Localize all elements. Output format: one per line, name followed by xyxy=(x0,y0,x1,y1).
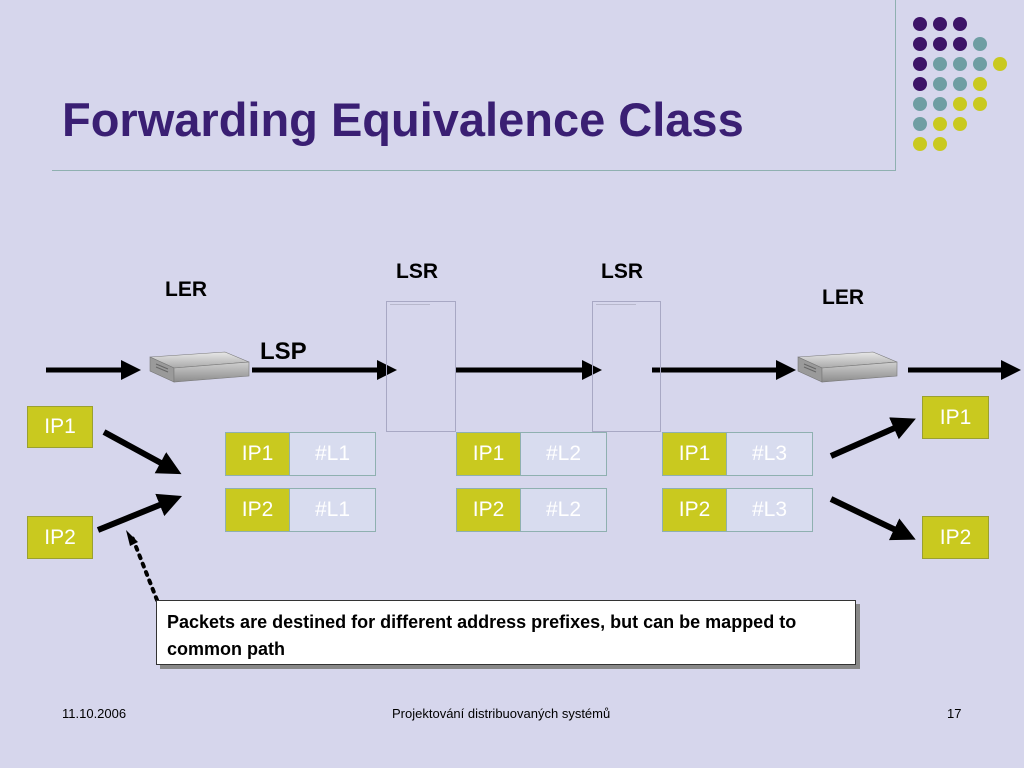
decorative-dot xyxy=(933,57,947,71)
label-cell: #L3 xyxy=(727,489,812,531)
decorative-dot xyxy=(913,17,927,31)
outgoing-ip2-box: IP2 xyxy=(922,516,989,559)
decorative-dot xyxy=(993,57,1007,71)
label-cell: #L1 xyxy=(290,433,375,475)
decorative-dot xyxy=(913,57,927,71)
slide-title: Forwarding Equivalence Class xyxy=(62,93,744,146)
label-cell: #L2 xyxy=(521,489,606,531)
decorative-dot xyxy=(953,57,967,71)
lsr-1-image-frame xyxy=(386,301,456,432)
ip1-out-arrow xyxy=(829,417,916,459)
ler-right-label: LER xyxy=(822,286,864,309)
prefix-cell: IP1 xyxy=(457,433,521,475)
decorative-dot xyxy=(953,17,967,31)
decorative-dot xyxy=(973,37,987,51)
decorative-dot xyxy=(953,97,967,111)
label-cell: #L3 xyxy=(727,433,812,475)
decorative-dot xyxy=(913,77,927,91)
label-cell: #L1 xyxy=(290,489,375,531)
decorative-dot xyxy=(933,97,947,111)
decorative-dot xyxy=(933,117,947,131)
decorative-dot xyxy=(973,57,987,71)
decorative-dot xyxy=(933,137,947,151)
lsp-label: LSP xyxy=(260,338,307,365)
outgoing-ip1-box: IP1 xyxy=(922,396,989,439)
decorative-dot xyxy=(953,37,967,51)
decorative-dot xyxy=(973,77,987,91)
decorative-dot xyxy=(913,117,927,131)
decorative-dot xyxy=(933,77,947,91)
table-row: IP1 #L1 xyxy=(225,432,376,476)
incoming-ip2-box: IP2 xyxy=(27,516,93,559)
title-divider xyxy=(52,170,896,171)
ler-left-label: LER xyxy=(165,278,207,301)
ip1-in-arrow xyxy=(102,429,182,475)
ip2-out-arrow xyxy=(829,496,916,541)
decorative-dot xyxy=(913,97,927,111)
decorative-dot xyxy=(913,137,927,151)
decorative-dot xyxy=(933,37,947,51)
table-row: IP2 #L1 xyxy=(225,488,376,532)
decorative-dot xyxy=(973,97,987,111)
table-row: IP1 #L3 xyxy=(662,432,813,476)
table-row: IP1 #L2 xyxy=(456,432,607,476)
table-row: IP2 #L3 xyxy=(662,488,813,532)
prefix-cell: IP2 xyxy=(226,489,290,531)
ler-left-router-icon xyxy=(149,351,250,383)
lsr-2-image-frame xyxy=(592,301,661,432)
footer-date: 11.10.2006 xyxy=(62,706,127,721)
ip2-in-arrow xyxy=(96,493,183,533)
prefix-cell: IP1 xyxy=(226,433,290,475)
lsr-2-label: LSR xyxy=(601,260,643,283)
prefix-cell: IP1 xyxy=(663,433,727,475)
table-row: IP2 #L2 xyxy=(456,488,607,532)
lsr-1-label: LSR xyxy=(396,260,438,283)
decorative-dot xyxy=(933,17,947,31)
corner-divider xyxy=(895,0,896,171)
footer-page-number: 17 xyxy=(947,706,962,721)
decorative-dot xyxy=(953,77,967,91)
prefix-cell: IP2 xyxy=(457,489,521,531)
prefix-cell: IP2 xyxy=(663,489,727,531)
callout-pointer xyxy=(129,532,159,602)
incoming-ip1-box: IP1 xyxy=(27,406,93,448)
callout-note: Packets are destined for different addre… xyxy=(156,600,856,665)
footer-course: Projektování distribuovaných systémů xyxy=(392,706,611,721)
label-cell: #L2 xyxy=(521,433,606,475)
decorative-dot xyxy=(953,117,967,131)
decorative-dot xyxy=(913,37,927,51)
ler-right-router-icon xyxy=(797,351,898,383)
